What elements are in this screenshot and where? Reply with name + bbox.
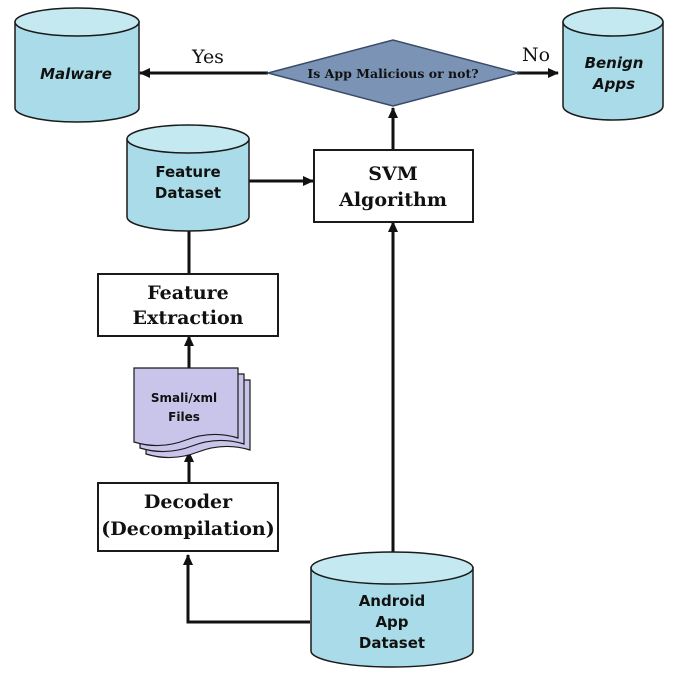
feature-dataset-line2: Dataset bbox=[155, 184, 221, 202]
edges bbox=[139, 68, 559, 624]
benign-apps-database: Benign Apps bbox=[562, 7, 664, 121]
smali-files-line1: Smali/xml bbox=[151, 391, 217, 405]
svm-line2: Algorithm bbox=[338, 189, 447, 211]
edge-label-no: No bbox=[522, 44, 550, 66]
decision-label: Is App Malicious or not? bbox=[307, 66, 478, 81]
smali-files-line2: Files bbox=[168, 410, 200, 424]
feature-extraction-line2: Extraction bbox=[133, 307, 244, 329]
benign-label-line2: Apps bbox=[592, 75, 635, 93]
decoder-line2: (Decompilation) bbox=[101, 518, 274, 540]
malware-label: Malware bbox=[40, 65, 112, 83]
feature-dataset-database: Feature Dataset bbox=[126, 124, 250, 232]
android-dataset-line1: Android bbox=[359, 592, 426, 610]
edge-label-yes: Yes bbox=[191, 46, 224, 68]
feature-extraction-box: Feature Extraction bbox=[97, 273, 279, 337]
malware-database: Malware bbox=[14, 7, 140, 123]
benign-label-line1: Benign bbox=[585, 54, 644, 72]
decoder-box: Decoder (Decompilation) bbox=[97, 482, 279, 552]
feature-extraction-line1: Feature bbox=[147, 282, 229, 304]
svm-algorithm-box: SVM Algorithm bbox=[313, 149, 474, 223]
decision-diamond: Is App Malicious or not? bbox=[265, 39, 521, 107]
smali-xml-files-document: Smali/xml Files bbox=[133, 367, 251, 459]
android-dataset-line2: App bbox=[375, 613, 408, 631]
android-dataset-line3: Dataset bbox=[359, 634, 425, 652]
decoder-line1: Decoder bbox=[144, 491, 233, 513]
android-app-dataset-database: Android App Dataset bbox=[310, 551, 474, 668]
feature-dataset-line1: Feature bbox=[155, 163, 220, 181]
edge-android-to-decoder bbox=[183, 554, 310, 624]
svm-line1: SVM bbox=[368, 163, 418, 185]
